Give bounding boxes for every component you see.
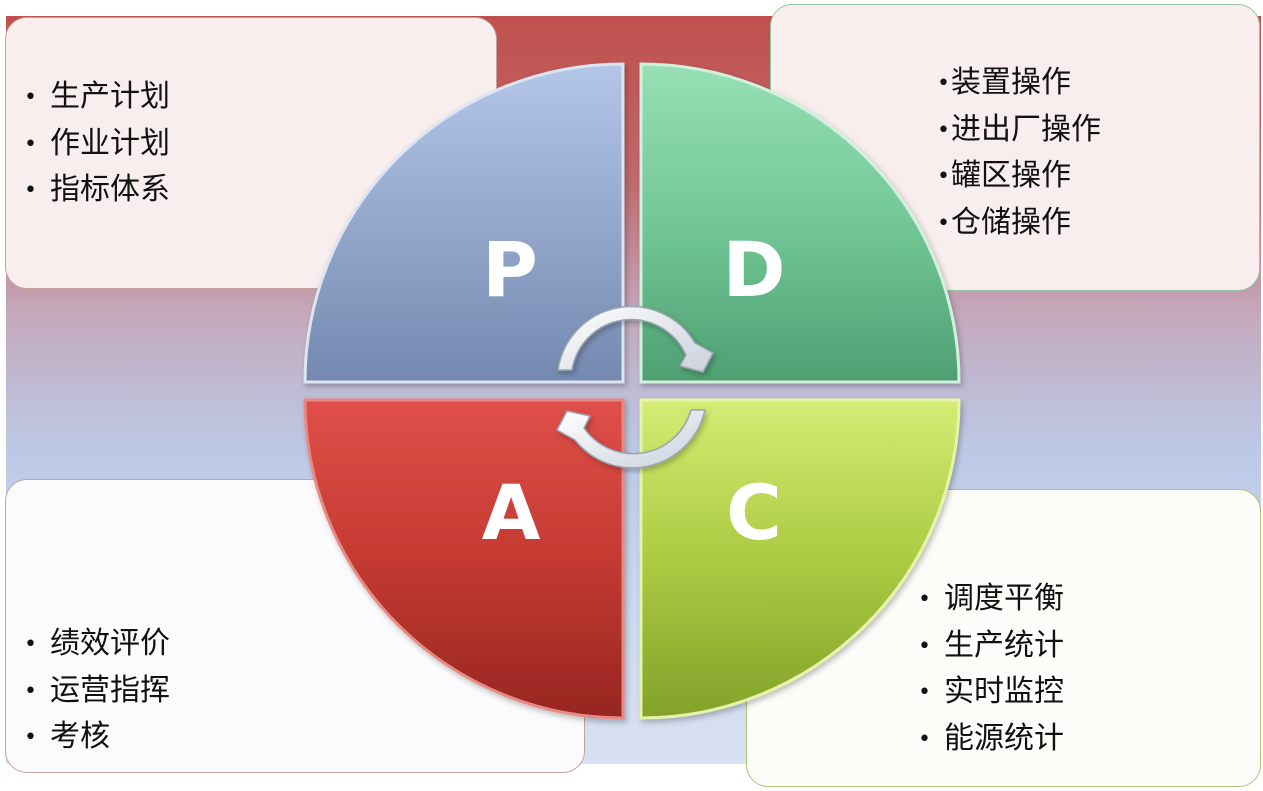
bullet-icon: •	[24, 725, 37, 751]
check-item: •生产统计	[918, 623, 1064, 670]
act-item: •运营指挥	[24, 668, 170, 715]
act-items-list: •绩效评价 •运营指挥 •考核	[24, 621, 170, 761]
bullet-icon: •	[24, 178, 37, 204]
bullet-icon: •	[937, 210, 950, 236]
act-letter: A	[482, 468, 541, 557]
do-quadrant	[639, 62, 961, 384]
cycle-arrow-lower-icon	[556, 409, 706, 469]
do-item: •装置操作	[937, 60, 1101, 107]
do-letter: D	[722, 225, 785, 314]
act-item: •绩效评价	[24, 621, 170, 668]
plan-item: •生产计划	[24, 74, 170, 121]
bullet-icon: •	[24, 131, 37, 157]
bullet-icon: •	[937, 164, 950, 190]
bullet-icon: •	[24, 678, 37, 704]
check-item: •实时监控	[918, 669, 1064, 716]
bullet-icon: •	[918, 726, 931, 752]
plan-quadrant	[303, 62, 625, 384]
plan-letter: P	[482, 225, 538, 314]
do-item: •罐区操作	[937, 153, 1101, 200]
cycle-arrow-upper-icon	[557, 305, 714, 373]
check-quadrant	[639, 398, 961, 720]
check-item: •能源统计	[918, 716, 1064, 763]
act-quadrant	[303, 398, 625, 720]
check-item: •调度平衡	[918, 576, 1064, 623]
bullet-icon: •	[24, 85, 37, 110]
bullet-icon: •	[918, 680, 931, 706]
bullet-icon: •	[937, 71, 950, 96]
bullet-icon: •	[918, 587, 931, 612]
plan-item: •指标体系	[24, 167, 170, 214]
do-item: •进出厂操作	[937, 107, 1101, 154]
bullet-icon: •	[24, 632, 37, 657]
bullet-icon: •	[918, 633, 931, 659]
act-item: •考核	[24, 714, 170, 761]
plan-items-list: •生产计划 •作业计划 •指标体系	[24, 74, 170, 214]
bullet-icon: •	[937, 117, 950, 143]
do-items-list: •装置操作 •进出厂操作 •罐区操作 •仓储操作	[937, 60, 1101, 246]
do-item: •仓储操作	[937, 200, 1101, 247]
check-items-list: •调度平衡 •生产统计 •实时监控 •能源统计	[918, 576, 1064, 762]
check-letter: C	[726, 468, 782, 557]
plan-item: •作业计划	[24, 121, 170, 168]
